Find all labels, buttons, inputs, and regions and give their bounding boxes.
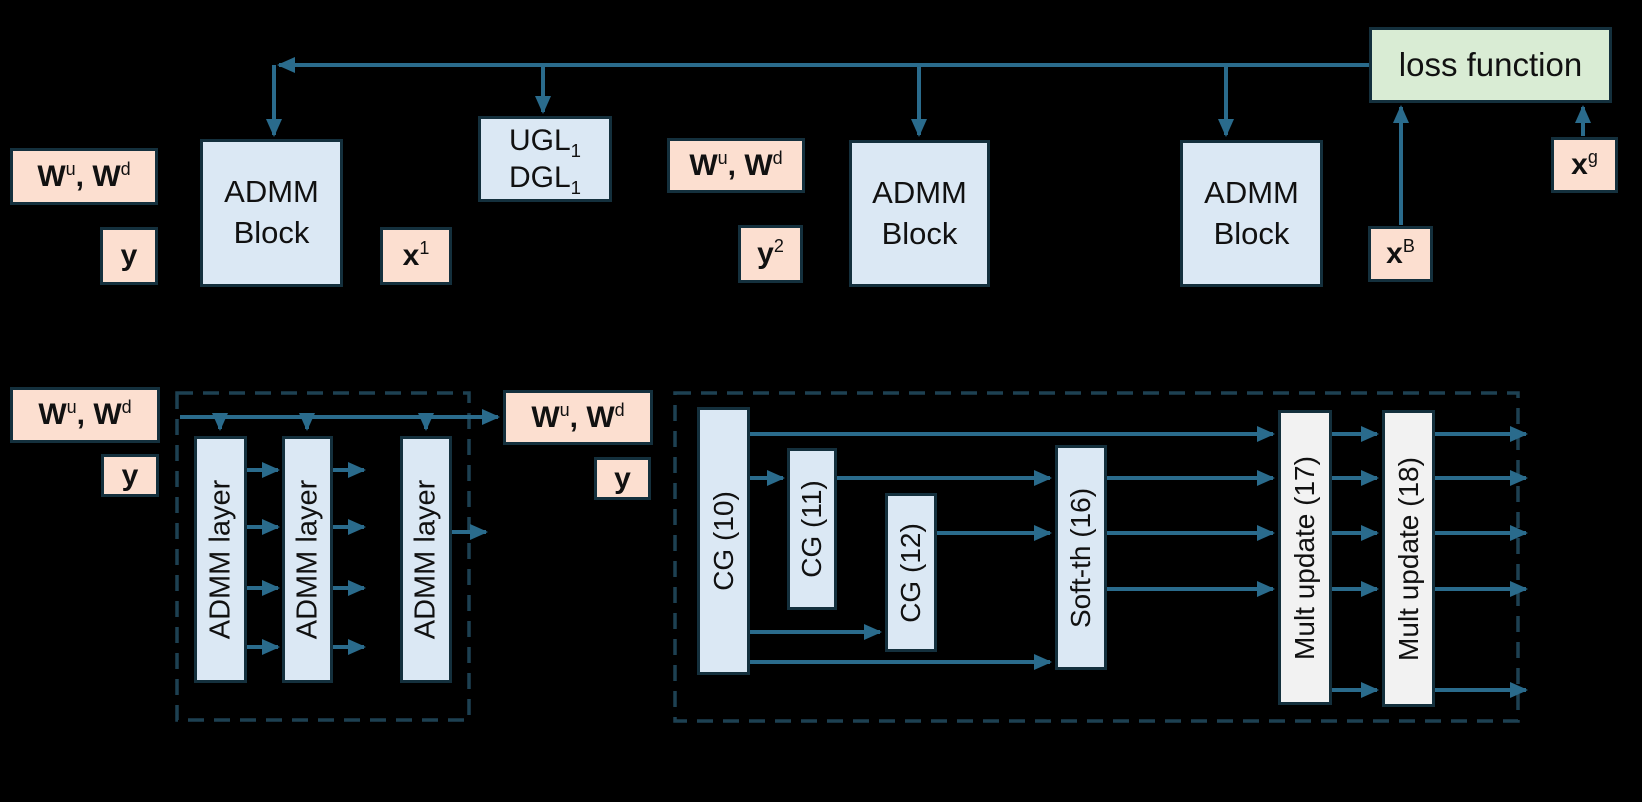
admm-layer-1: ADMM layer [194, 436, 247, 683]
y-box-top-1: y [100, 227, 158, 285]
y-box-detail-in: y [101, 454, 159, 497]
admm-layer-detail-arrows [750, 426, 1528, 698]
admm-block-detail-boundary [175, 391, 471, 722]
admm-block-1: ADMM Block [200, 139, 343, 287]
y-box-detail-out: y [594, 457, 651, 500]
cg10-box: CG (10) [697, 407, 750, 675]
loss-feedback-arrows [266, 57, 1591, 225]
ugl-dgl-box: UGL1 DGL1 [478, 116, 612, 202]
cg12-box: CG (12) [885, 493, 937, 652]
admm-block-detail-arrows [180, 409, 500, 655]
admm-block-3: ADMM Block [1180, 140, 1323, 287]
admm-layer-3: ADMM layer [400, 436, 452, 683]
cg11-box: CG (11) [787, 448, 837, 610]
weights-box-detail-in: Wu, Wd [10, 387, 160, 443]
xB-box: xB [1368, 226, 1433, 282]
weights-box-top-2: Wu, Wd [667, 138, 805, 193]
mult-update-17-box: Mult update (17) [1278, 410, 1332, 705]
y2-box: y2 [738, 225, 803, 283]
x1-box: x1 [380, 227, 452, 285]
weights-box-top-1: Wu, Wd [10, 148, 158, 205]
soft-th-box: Soft-th (16) [1055, 445, 1107, 670]
xg-box: xg [1551, 137, 1618, 193]
mult-update-18-box: Mult update (18) [1382, 410, 1435, 707]
loss-function-box: loss function [1369, 27, 1612, 103]
admm-block-2: ADMM Block [849, 140, 990, 287]
weights-box-detail-out: Wu, Wd [503, 390, 653, 445]
admm-layer-2: ADMM layer [282, 436, 333, 683]
admm-layer-detail-boundary [673, 391, 1520, 723]
